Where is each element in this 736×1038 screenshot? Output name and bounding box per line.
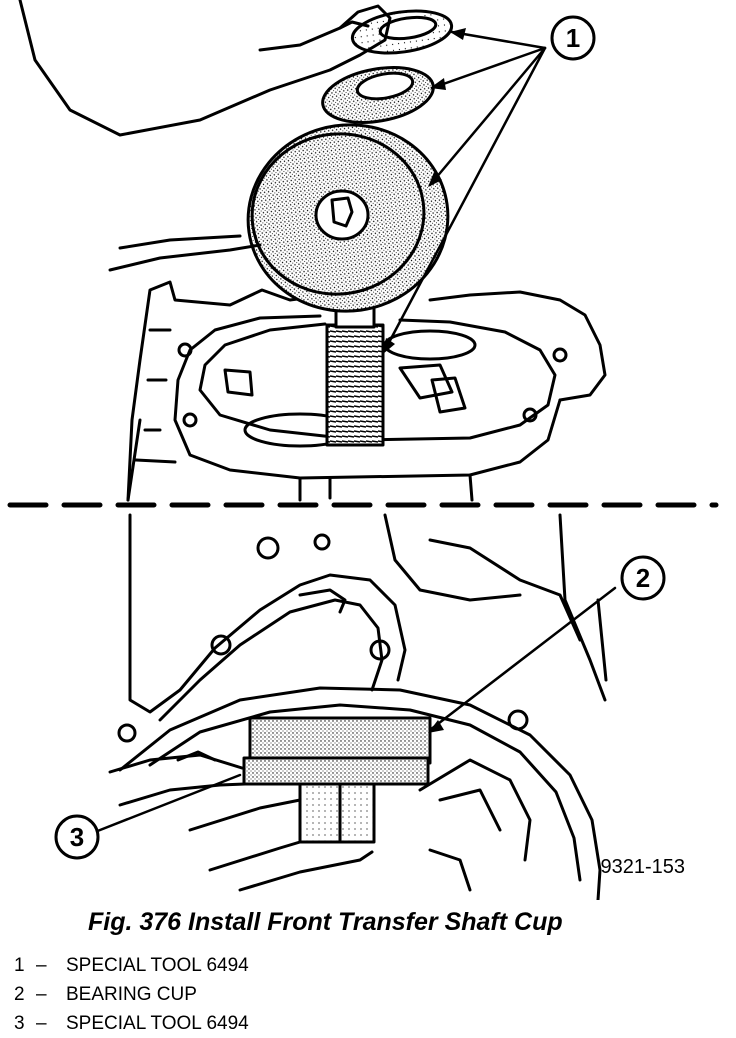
callout-label-1: 1 [566, 23, 580, 53]
callout-circle-1 [550, 15, 596, 61]
legend-item: 1–SPECIAL TOOL 6494 [14, 955, 249, 977]
legend-item: 2–BEARING CUP [14, 984, 197, 1006]
legend-dash: – [36, 1013, 47, 1034]
special-tool-driver [242, 716, 432, 844]
transaxle-case-lower [117, 513, 608, 900]
legend-number: 3 [14, 1013, 25, 1034]
technician-hand-lower [108, 750, 374, 892]
legend-text: SPECIAL TOOL 6494 [66, 1013, 249, 1034]
legend-dash: – [36, 955, 47, 976]
callout-arrowheads [383, 28, 466, 733]
legend-dash: – [36, 984, 47, 1005]
callout-leaders [93, 30, 617, 834]
transfer-shaft-cup-illustration: 1 2 3 9321-153 [7, 0, 719, 900]
special-tool-rings [321, 9, 454, 124]
technician-hand-upper [18, 0, 392, 272]
callout-label-3: 3 [70, 822, 84, 852]
transaxle-case-upper [126, 280, 607, 502]
legend-number: 1 [14, 955, 25, 976]
legend-number: 2 [14, 984, 25, 1005]
legend-item: 3–SPECIAL TOOL 6494 [14, 1013, 249, 1035]
figure-caption: Fig. 376 Install Front Transfer Shaft Cu… [88, 908, 563, 936]
legend-text: BEARING CUP [66, 984, 197, 1005]
special-tool-disc [246, 123, 450, 313]
threaded-rod [325, 293, 385, 447]
legend-text: SPECIAL TOOL 6494 [66, 955, 249, 976]
callout-circle-2 [620, 555, 666, 601]
callout-circle-3 [54, 814, 100, 860]
callout-label-2: 2 [636, 563, 650, 593]
figure-id: 9321-153 [600, 856, 685, 878]
